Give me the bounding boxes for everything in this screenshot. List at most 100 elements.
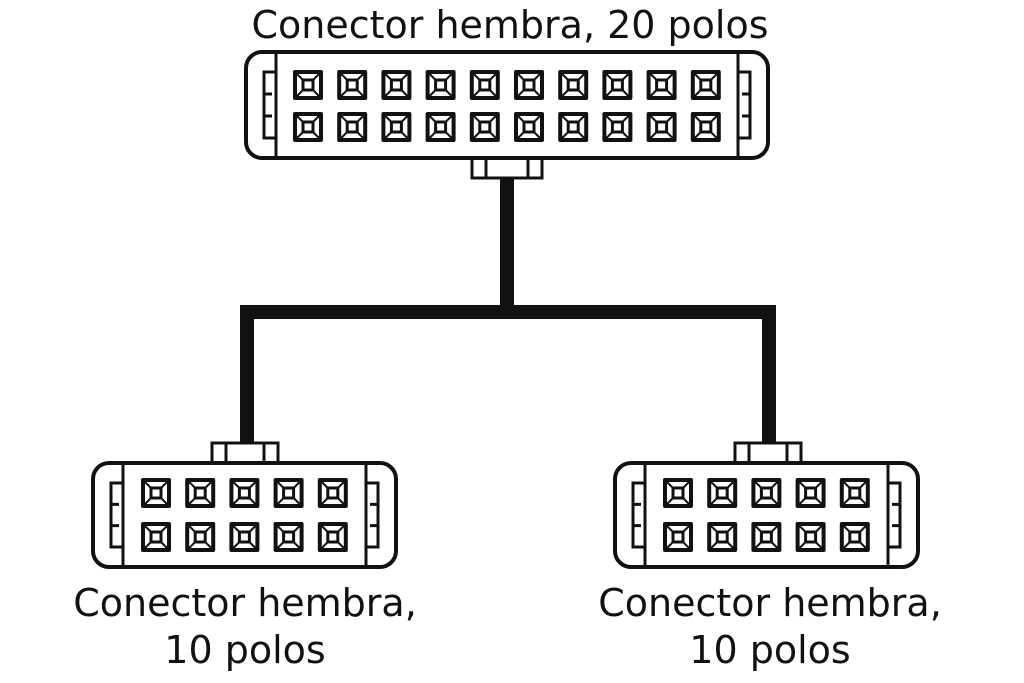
pin-r2-c4 <box>425 112 456 142</box>
pin-bevel <box>321 525 329 533</box>
pin-r2-c5 <box>317 522 348 552</box>
pin-bevel <box>144 481 152 489</box>
wire-left-branch <box>240 305 254 445</box>
pin-contact <box>478 78 492 92</box>
pin-bevel <box>356 115 364 123</box>
wire-trunk <box>500 175 514 315</box>
pin-r1-c3 <box>229 478 260 508</box>
pin-r2-c1 <box>141 522 171 552</box>
pin-bevel <box>276 481 285 489</box>
pin-contact <box>193 486 207 500</box>
pin-bevel <box>665 73 674 81</box>
pin-bevel <box>248 525 257 533</box>
housing-left-key <box>262 70 276 140</box>
pin-r2-c2 <box>337 112 368 142</box>
pin-contact <box>149 530 163 544</box>
pin-bevel <box>682 541 690 549</box>
pin-bevel <box>726 481 734 489</box>
pin-contact <box>522 78 536 92</box>
pin-contact <box>193 530 207 544</box>
pin-bevel <box>296 73 304 81</box>
pin-bevel <box>682 481 690 489</box>
pin-contact <box>759 530 773 544</box>
pin-r1-c1 <box>141 478 171 508</box>
pin-bevel <box>649 73 658 81</box>
label-left-10-pin-line2: 10 polos <box>164 628 326 672</box>
pin-bevel <box>160 525 168 533</box>
pin-bevel <box>694 73 702 81</box>
pin-bevel <box>188 497 196 505</box>
pin-r1-c10 <box>690 70 721 100</box>
pin-r1-c3 <box>751 478 782 508</box>
pin-bevel <box>726 525 734 533</box>
pin-bevel <box>798 525 807 533</box>
pin-r1-c2 <box>185 478 216 508</box>
pin-bevel <box>770 481 779 489</box>
pin-bevel <box>533 89 541 97</box>
pin-bevel <box>292 497 301 505</box>
connector-female-10-pin-left <box>91 441 398 569</box>
pin-bevel <box>754 541 763 549</box>
pin-r2-c8 <box>602 112 633 142</box>
pin-bevel <box>248 541 257 549</box>
pin-bevel <box>754 497 763 505</box>
pin-bevel <box>444 115 453 123</box>
label-left-10-pin-line1: Conector hembra, <box>73 581 417 625</box>
pin-contact <box>282 486 296 500</box>
pin-bevel <box>489 73 497 81</box>
housing-right-key <box>738 70 752 140</box>
pin-r1-c7 <box>558 70 589 100</box>
pin-bevel <box>473 115 481 123</box>
pin-r2-c1 <box>293 112 323 142</box>
pin-bevel <box>337 497 345 505</box>
pin-bevel <box>754 525 763 533</box>
pin-bevel <box>533 73 541 81</box>
pin-bevel <box>292 541 301 549</box>
pin-contact <box>345 78 359 92</box>
pin-bevel <box>248 481 257 489</box>
pin-bevel <box>188 481 196 489</box>
pin-contact <box>522 120 536 134</box>
connector-housing <box>244 50 770 160</box>
pin-bevel <box>859 497 867 505</box>
pin-bevel <box>204 541 212 549</box>
pin-bevel <box>473 73 481 81</box>
pin-contact <box>149 486 163 500</box>
pin-bevel <box>577 131 585 139</box>
pin-bevel <box>814 481 823 489</box>
pin-bevel <box>473 131 481 139</box>
pin-r2-c7 <box>558 112 589 142</box>
pin-bevel <box>384 131 393 139</box>
connector-female-10-pin-right <box>613 441 920 569</box>
pin-bevel <box>204 497 212 505</box>
pin-bevel <box>754 481 763 489</box>
pin-bevel <box>798 541 807 549</box>
pin-bevel <box>798 497 807 505</box>
pin-bevel <box>621 73 630 81</box>
pin-r1-c3 <box>381 70 412 100</box>
pin-contact <box>699 78 713 92</box>
pin-bevel <box>232 481 241 489</box>
housing-right-key <box>888 481 902 549</box>
housing-left-key <box>631 481 645 549</box>
pin-bevel <box>621 115 630 123</box>
pin-r1-c4 <box>273 478 304 508</box>
pin-contact <box>301 78 315 92</box>
pin-contact <box>610 78 624 92</box>
housing-right-key <box>366 481 380 549</box>
pin-contact <box>759 486 773 500</box>
pin-bevel <box>292 481 301 489</box>
pin-bevel <box>276 525 285 533</box>
pin-bevel <box>666 481 674 489</box>
pin-bevel <box>770 541 779 549</box>
pin-bevel <box>814 525 823 533</box>
pin-bevel <box>814 497 823 505</box>
pin-bevel <box>400 89 409 97</box>
pin-bevel <box>561 73 569 81</box>
pin-contact <box>715 486 729 500</box>
pin-bevel <box>694 89 702 97</box>
pin-bevel <box>843 481 851 489</box>
pin-bevel <box>561 115 569 123</box>
latch-tab-left-lug <box>210 441 228 465</box>
pin-r1-c1 <box>293 70 323 100</box>
